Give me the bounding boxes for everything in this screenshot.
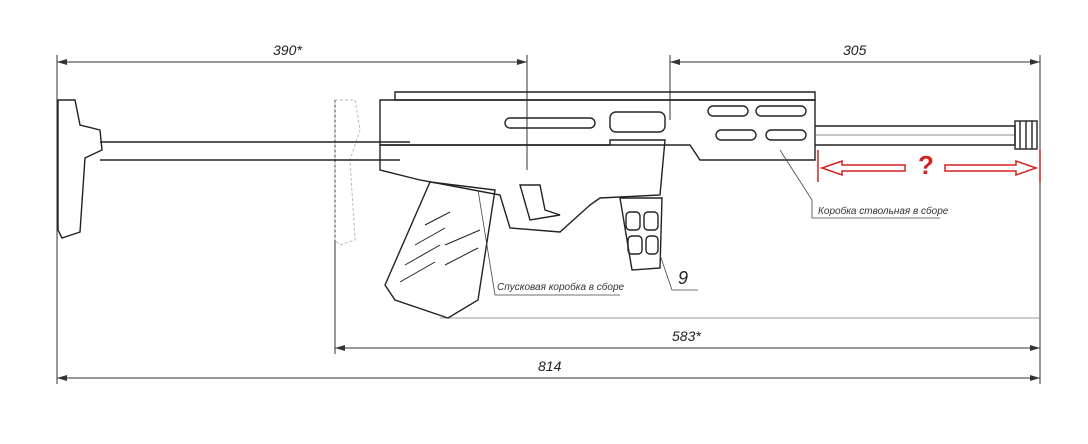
trigger (519, 184, 561, 221)
label-item-number: 9 (678, 268, 689, 288)
buttstock (57, 99, 103, 239)
unknown-length-mark: ? (918, 150, 934, 180)
unknown-length-arrows (817, 150, 1041, 182)
folded-stock-ghost (334, 99, 361, 246)
trigger-housing (379, 139, 666, 233)
pistol-grip (384, 181, 496, 319)
dimension-305: 305 (843, 42, 867, 58)
leader-trigger-housing (477, 189, 620, 296)
label-barrel-housing: Коробка ствольная в сборе (818, 206, 949, 217)
leader-barrel-housing (779, 149, 940, 219)
label-trigger-housing: Спусковая коробка в сборе (497, 282, 625, 293)
magazine (619, 197, 663, 271)
dimension-814: 814 (538, 358, 562, 374)
leader-item-9 (659, 254, 698, 291)
barrel (815, 125, 1016, 146)
dimension-583: 583* (672, 328, 701, 344)
picatinny-rail (394, 91, 816, 101)
dimension-390: 390* (273, 42, 302, 58)
